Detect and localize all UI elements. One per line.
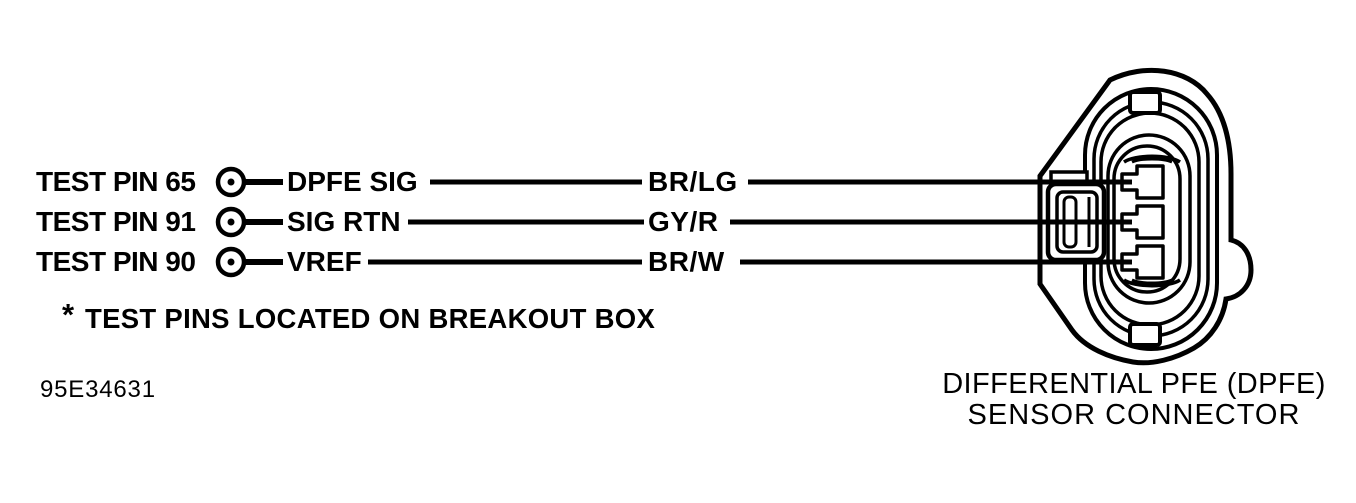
- signal-label-vref: VREF: [287, 246, 362, 277]
- cavity-dome-bottom-arc-inner: [1131, 278, 1173, 285]
- test-pin-symbol-dot: [227, 178, 235, 186]
- footnote: TEST PINS LOCATED ON BREAKOUT BOX: [85, 303, 656, 334]
- cavity-dome-top-arc: [1123, 154, 1181, 164]
- connector-tab-top: [1128, 90, 1162, 115]
- test-pin-symbol-dot: [227, 218, 235, 226]
- wire-color-label-br-w: BR/W: [648, 246, 725, 277]
- connector-terminal-1: [1120, 164, 1165, 200]
- connector-ring-4: [1106, 133, 1192, 305]
- connector-terminal-3: [1120, 244, 1165, 280]
- figure-id: 95E34631: [40, 376, 156, 403]
- connector-terminal-2: [1120, 204, 1165, 240]
- cavity-dome-bottom-arc: [1123, 278, 1181, 288]
- connector-caption-line1: DIFFERENTIAL PFE (DPFE): [942, 368, 1326, 400]
- connector-tab-bottom: [1128, 322, 1162, 347]
- connector-caption: DIFFERENTIAL PFE (DPFE) SENSOR CONNECTOR: [940, 369, 1328, 431]
- wire-color-label-br-lg: BR/LG: [648, 166, 738, 197]
- test-pin-symbol-dot: [227, 258, 235, 266]
- test-pin-symbols: [215, 166, 247, 278]
- test-pin-label-91: TEST PIN 91: [36, 206, 196, 237]
- signal-label-sig-rtn: SIG RTN: [287, 206, 401, 237]
- wire-lines: [246, 179, 1132, 265]
- cavity-dome-top-arc-inner: [1131, 157, 1173, 164]
- test-pin-label-65: TEST PIN 65: [36, 166, 196, 197]
- footnote-asterisk: *: [62, 297, 75, 332]
- connector-caption-line2: SENSOR CONNECTOR: [967, 399, 1301, 431]
- dpfe-sensor-connector-drawing: [1037, 67, 1254, 366]
- test-pin-label-90: TEST PIN 90: [36, 246, 196, 277]
- wire-color-label-gy-r: GY/R: [648, 206, 719, 237]
- signal-label-dpfe-sig: DPFE SIG: [287, 166, 418, 197]
- connector-cavity: [1112, 144, 1182, 294]
